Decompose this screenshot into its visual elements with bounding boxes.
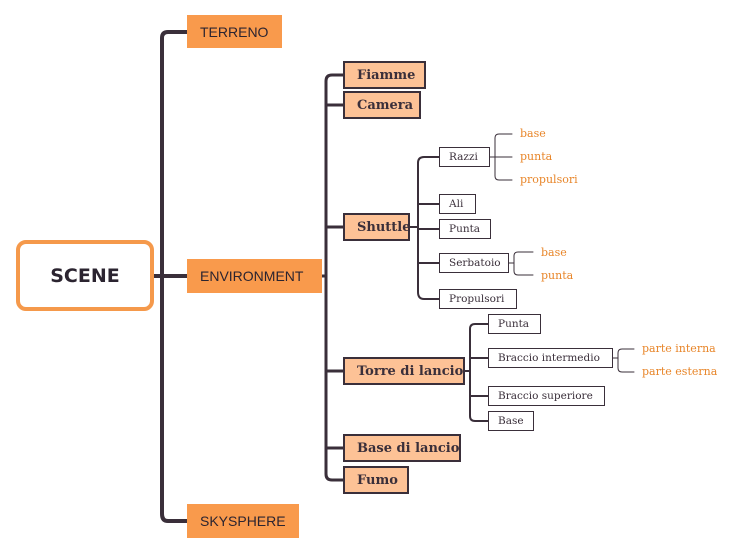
skysphere-node[interactable]: SKYSPHERE: [187, 504, 299, 538]
environment-node[interactable]: ENVIRONMENT: [187, 259, 322, 293]
shuttle-bracket: [417, 156, 440, 300]
braccio-bracket: [617, 348, 635, 373]
razzi-leaf-base[interactable]: base: [520, 127, 546, 140]
serbatoio-node[interactable]: Serbatoio: [439, 253, 509, 273]
torre-punta-node[interactable]: Punta: [488, 314, 541, 334]
braccio-leaf-parte-esterna[interactable]: parte esterna: [642, 365, 718, 378]
torre-base-node[interactable]: Base: [488, 411, 534, 431]
camera-node[interactable]: Camera: [343, 91, 421, 119]
serbatoio-bracket: [513, 251, 534, 276]
torre-di-lancio-node[interactable]: Torre di lancio: [343, 357, 465, 385]
environment-bracket: [324, 73, 345, 482]
shuttle-node[interactable]: Shuttle: [343, 213, 411, 241]
fiamme-node[interactable]: Fiamme: [343, 61, 426, 89]
terreno-node[interactable]: TERRENO: [187, 15, 282, 48]
braccio-intermedio-node[interactable]: Braccio intermedio: [488, 348, 613, 368]
braccio-leaf-parte-interna[interactable]: parte interna: [642, 342, 716, 355]
scene-node[interactable]: SCENE: [16, 240, 154, 311]
base-di-lancio-node[interactable]: Base di lancio: [343, 434, 461, 462]
torre-bracket: [469, 323, 489, 422]
fumo-node[interactable]: Fumo: [343, 466, 409, 494]
razzi-leaf-punta[interactable]: punta: [520, 150, 553, 163]
razzi-leaf-propulsori[interactable]: propulsori: [520, 173, 578, 186]
ali-node[interactable]: Ali: [439, 194, 476, 214]
punta-node[interactable]: Punta: [439, 219, 491, 239]
serbatoio-leaf-base[interactable]: base: [541, 246, 567, 259]
razzi-node[interactable]: Razzi: [439, 147, 490, 167]
propulsori-node[interactable]: Propulsori: [439, 289, 517, 309]
serbatoio-leaf-punta[interactable]: punta: [541, 269, 574, 282]
braccio-superiore-node[interactable]: Braccio superiore: [488, 386, 605, 406]
